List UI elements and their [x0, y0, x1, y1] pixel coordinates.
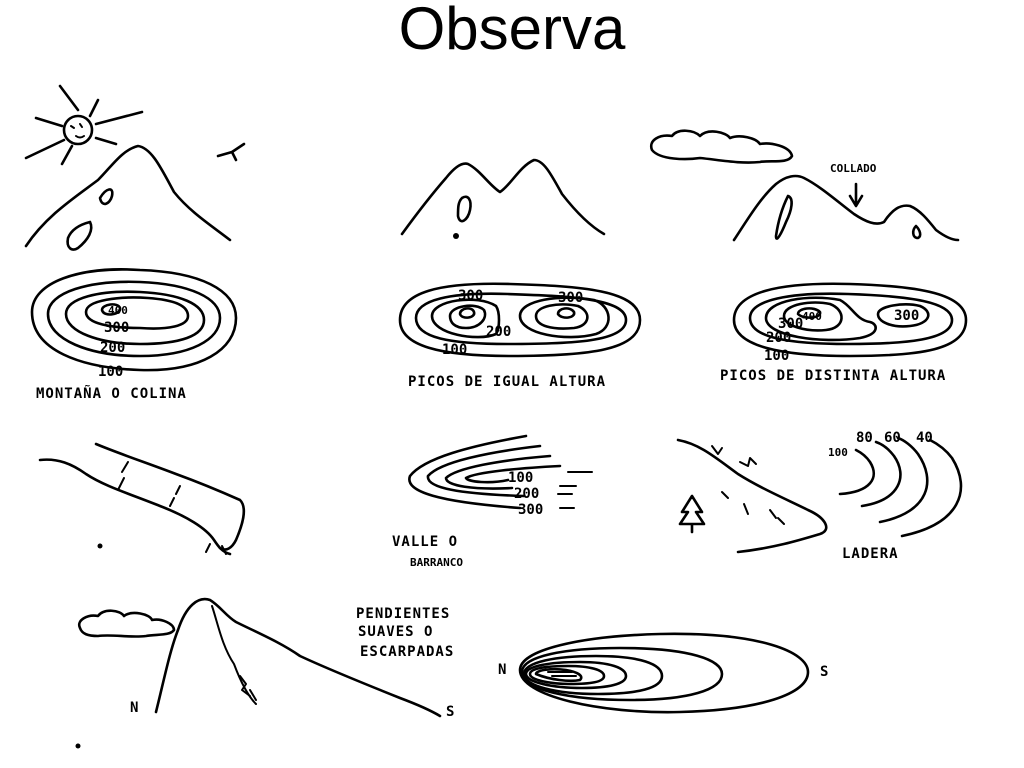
contour-label: 40 [916, 430, 933, 446]
cloud-icon [649, 129, 794, 164]
bird-icon [216, 142, 246, 162]
label-montana-o-colina: MONTAÑA O COLINA [36, 385, 187, 402]
mountain-sketch [24, 84, 246, 251]
contour-label: 300 [458, 288, 483, 304]
label-valle-o: VALLE O [392, 534, 458, 550]
contour-label: 100 [442, 342, 467, 358]
contour-label: 100 [508, 470, 533, 486]
contour-label: 300 [518, 502, 543, 518]
contour-label: 400 [108, 304, 128, 317]
label-barranco: BARRANCO [410, 556, 463, 569]
contour-label: 300 [894, 308, 919, 324]
direction-north: N [498, 662, 506, 678]
contour-label: 300 [778, 316, 803, 332]
contour-label: 100 [764, 348, 789, 364]
unequal-peaks-sketch [732, 174, 960, 242]
montana-contour-map [30, 268, 238, 372]
ravine-sketch [38, 442, 246, 556]
contour-label: 200 [486, 324, 511, 340]
contour-label: 100 [98, 364, 123, 380]
valle-contour-map [408, 434, 593, 510]
picos-distinta-contour-map [732, 282, 968, 358]
slope-sketch [676, 438, 828, 554]
contour-label: 100 [828, 446, 848, 459]
label-suaves-o: SUAVES O [358, 624, 433, 640]
contour-label: 200 [514, 486, 539, 502]
picos-igual-contour-map [398, 282, 642, 358]
sun-icon [24, 84, 144, 166]
label-pendientes: PENDIENTES [356, 606, 450, 622]
slide-title: Observa [398, 0, 626, 62]
contour-label: 400 [802, 310, 822, 323]
tree-icon [678, 494, 706, 534]
contour-label: 200 [766, 330, 791, 346]
contour-label: 60 [884, 430, 901, 446]
direction-north: N [130, 700, 138, 716]
ladera-contours [838, 436, 963, 538]
steep-gentle-profile [75, 597, 442, 749]
cloud-icon [77, 609, 176, 638]
contour-label: 300 [558, 290, 583, 306]
label-collado: COLLADO [830, 162, 877, 175]
label-ladera: LADERA [842, 546, 899, 562]
label-escarpadas: ESCARPADAS [360, 644, 454, 660]
twin-peaks-sketch [400, 158, 606, 239]
direction-south: S [820, 664, 828, 680]
contour-label: 80 [856, 430, 873, 446]
contour-label: 200 [100, 340, 125, 356]
direction-south: S [446, 704, 454, 720]
slope-contour-map [518, 632, 810, 714]
label-picos-igual-altura: PICOS DE IGUAL ALTURA [408, 374, 606, 390]
contour-label: 300 [104, 320, 129, 336]
label-picos-distinta-altura: PICOS DE DISTINTA ALTURA [720, 368, 946, 384]
